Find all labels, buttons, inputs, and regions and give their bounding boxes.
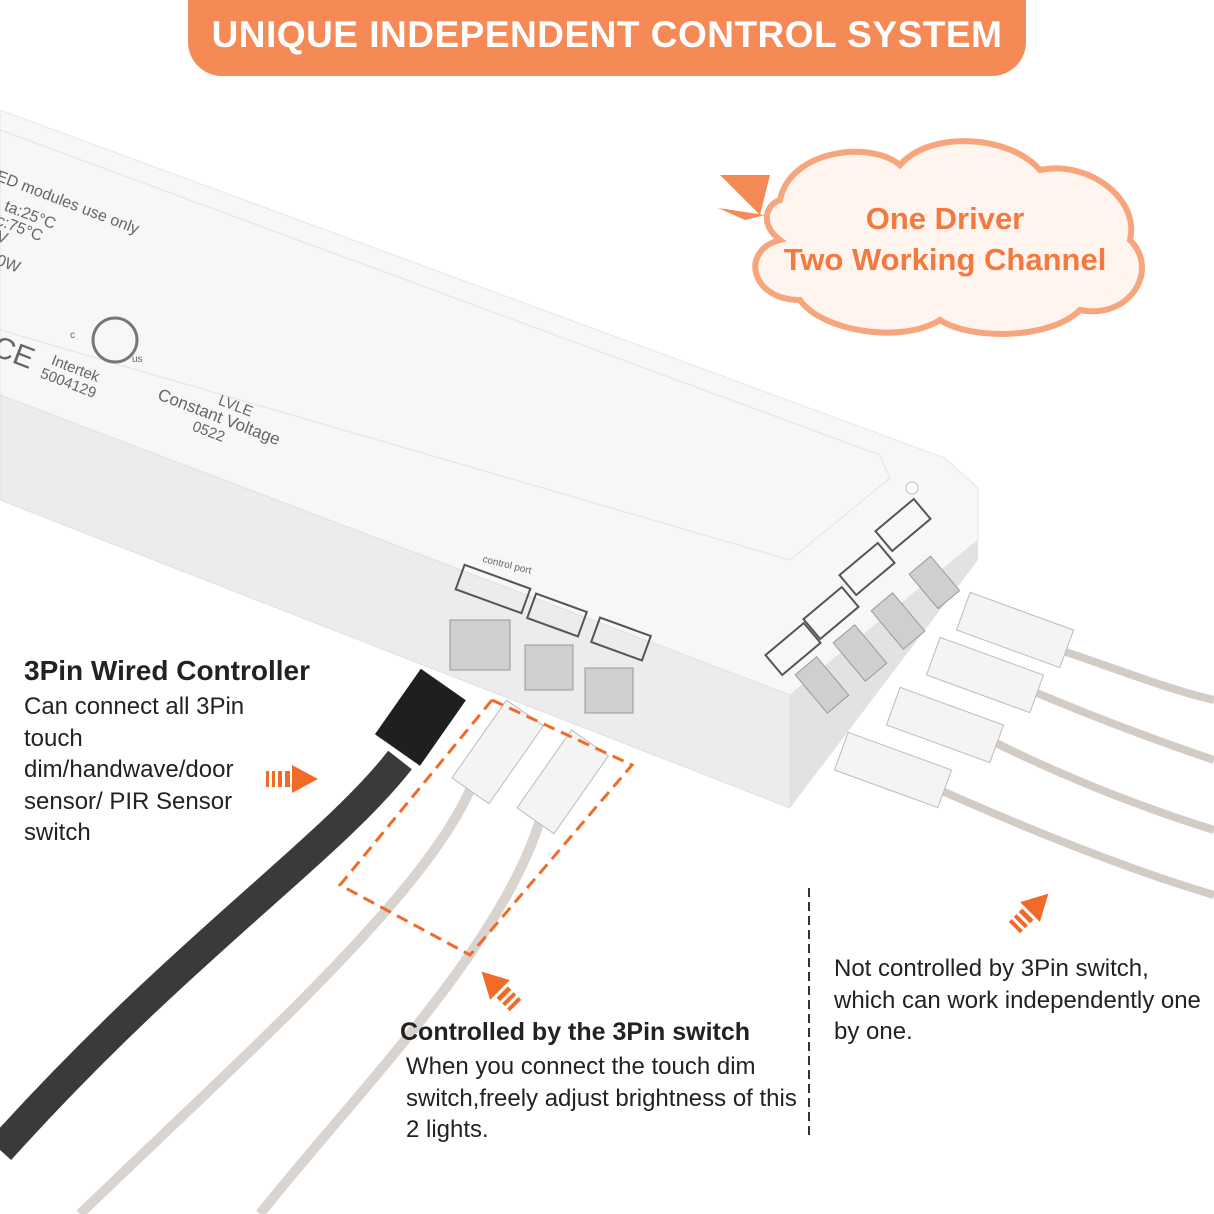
port-polarity-marks [454, 497, 932, 677]
left-callout-title: 3Pin Wired Controller [24, 655, 311, 686]
arrow-up-left-icon [481, 971, 522, 1012]
independent-connectors [833, 591, 1075, 809]
controlled-highlight-box [337, 698, 635, 957]
arrow-right-icon [266, 765, 318, 793]
bubble-text: One Driver Two Working Channel [760, 198, 1130, 280]
bubble-line-2: Two Working Channel [783, 242, 1107, 277]
controller-plug [374, 668, 466, 766]
bottom-callout-text: When you connect the touch dim switch,fr… [406, 1053, 797, 1143]
controlled-cables [76, 787, 545, 1214]
driver-inner-panel [0, 129, 891, 561]
mounting-hole [905, 481, 919, 495]
speech-cloud [718, 138, 1145, 337]
driver-right-face [790, 540, 978, 808]
left-callout-text: Can connect all 3Pin touch dim/handwave/… [24, 693, 245, 846]
page-title: UNIQUE INDEPENDENT CONTROL SYSTEM [188, 0, 1026, 76]
right-callout-text: Not controlled by 3Pin switch, which can… [834, 955, 1201, 1045]
control-port-sockets [449, 555, 961, 714]
independent-cables [938, 646, 1214, 899]
controller-cable [0, 750, 412, 1161]
arrow-up-right-icon [1008, 893, 1049, 934]
etl-c: c [70, 330, 75, 341]
etl-us: us [132, 354, 143, 365]
etl-mark-icon [91, 316, 139, 364]
controlled-connectors [451, 699, 610, 835]
bottom-callout: Controlled by the 3Pin switch When you c… [400, 1018, 800, 1146]
left-callout: 3Pin Wired Controller Can connect all 3P… [24, 655, 369, 849]
bubble-line-1: One Driver [865, 201, 1025, 236]
bottom-callout-title: Controlled by the 3Pin switch [400, 1018, 751, 1046]
